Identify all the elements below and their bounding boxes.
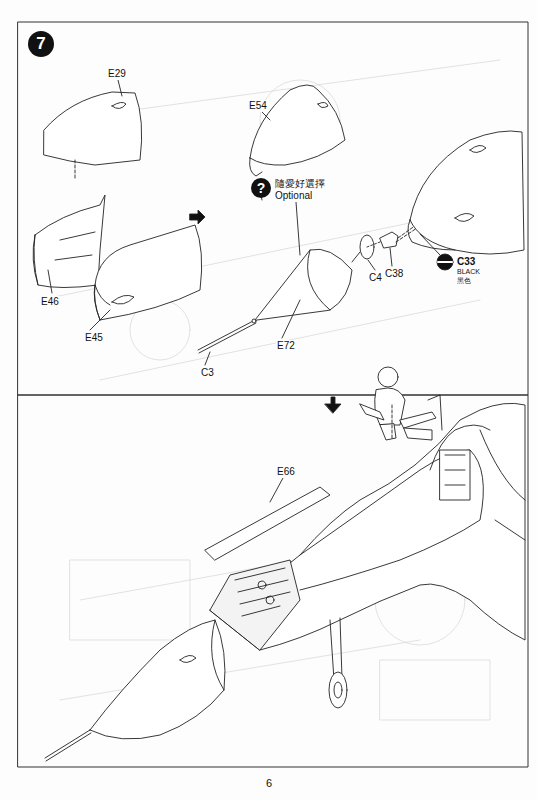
part-label: C3 (200, 367, 215, 379)
part-label: BLACK (456, 268, 481, 276)
part-label: 黑色 (456, 277, 472, 285)
step-number: 7 (28, 31, 54, 57)
part-label: E54 (248, 100, 268, 112)
part-label: Optional (274, 190, 313, 202)
optional-symbol: ? (251, 178, 271, 198)
part-label: E66 (276, 466, 296, 478)
part-label: C4 (368, 272, 383, 284)
part-label: E29 (107, 68, 127, 80)
page-number: 6 (265, 777, 273, 790)
part-label: E45 (84, 332, 104, 344)
part-label: E72 (276, 340, 296, 352)
part-label: E46 (40, 296, 60, 308)
part-label: C33 (456, 256, 476, 268)
part-label: 隨愛好選擇 (274, 178, 326, 190)
node-text: ? (257, 180, 266, 196)
part-label: C38 (384, 268, 404, 280)
node-text: 7 (36, 34, 45, 54)
